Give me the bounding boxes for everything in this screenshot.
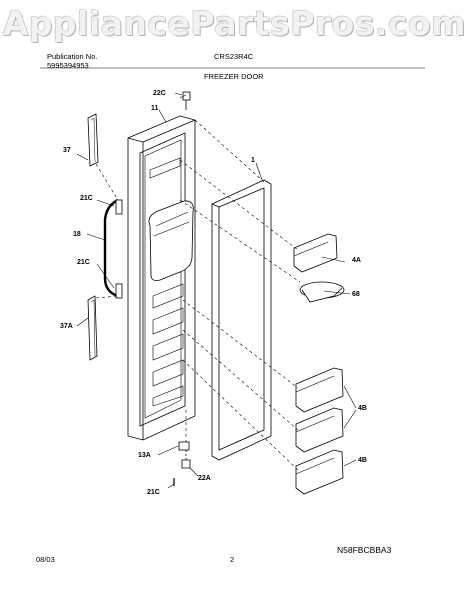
watermark: AppliancePartsPros.com bbox=[2, 4, 467, 43]
callout-21C-middle: 21C bbox=[77, 259, 90, 266]
callout-18: 18 bbox=[73, 231, 81, 238]
callout-22C-top: 22C bbox=[153, 90, 166, 97]
callout-13A: 13A bbox=[138, 452, 151, 459]
callout-1: 1 bbox=[251, 157, 255, 164]
footer-date: 08/03 bbox=[36, 555, 55, 564]
callout-37A: 37A bbox=[60, 323, 73, 330]
callout-4B-upper: 4B bbox=[358, 405, 367, 412]
callout-37: 37 bbox=[63, 147, 71, 154]
footer-page: 2 bbox=[230, 555, 235, 564]
footer-code: N58FBCBBA3 bbox=[337, 545, 392, 555]
callout-68: 68 bbox=[352, 291, 360, 298]
callout-21C-bottom: 21C bbox=[147, 489, 160, 496]
callout-4A: 4A bbox=[352, 257, 361, 264]
publication-label: Publication No. bbox=[47, 52, 98, 61]
callout-4B-lower: 4B bbox=[358, 457, 367, 464]
section-title: FREEZER DOOR bbox=[204, 72, 264, 81]
callout-21C-upper: 21C bbox=[80, 195, 93, 202]
publication-number: 5995394953 bbox=[47, 61, 89, 70]
callout-22A: 22A bbox=[198, 475, 211, 482]
model-number: CRS23R4C bbox=[214, 52, 254, 61]
callout-11: 11 bbox=[151, 105, 159, 112]
